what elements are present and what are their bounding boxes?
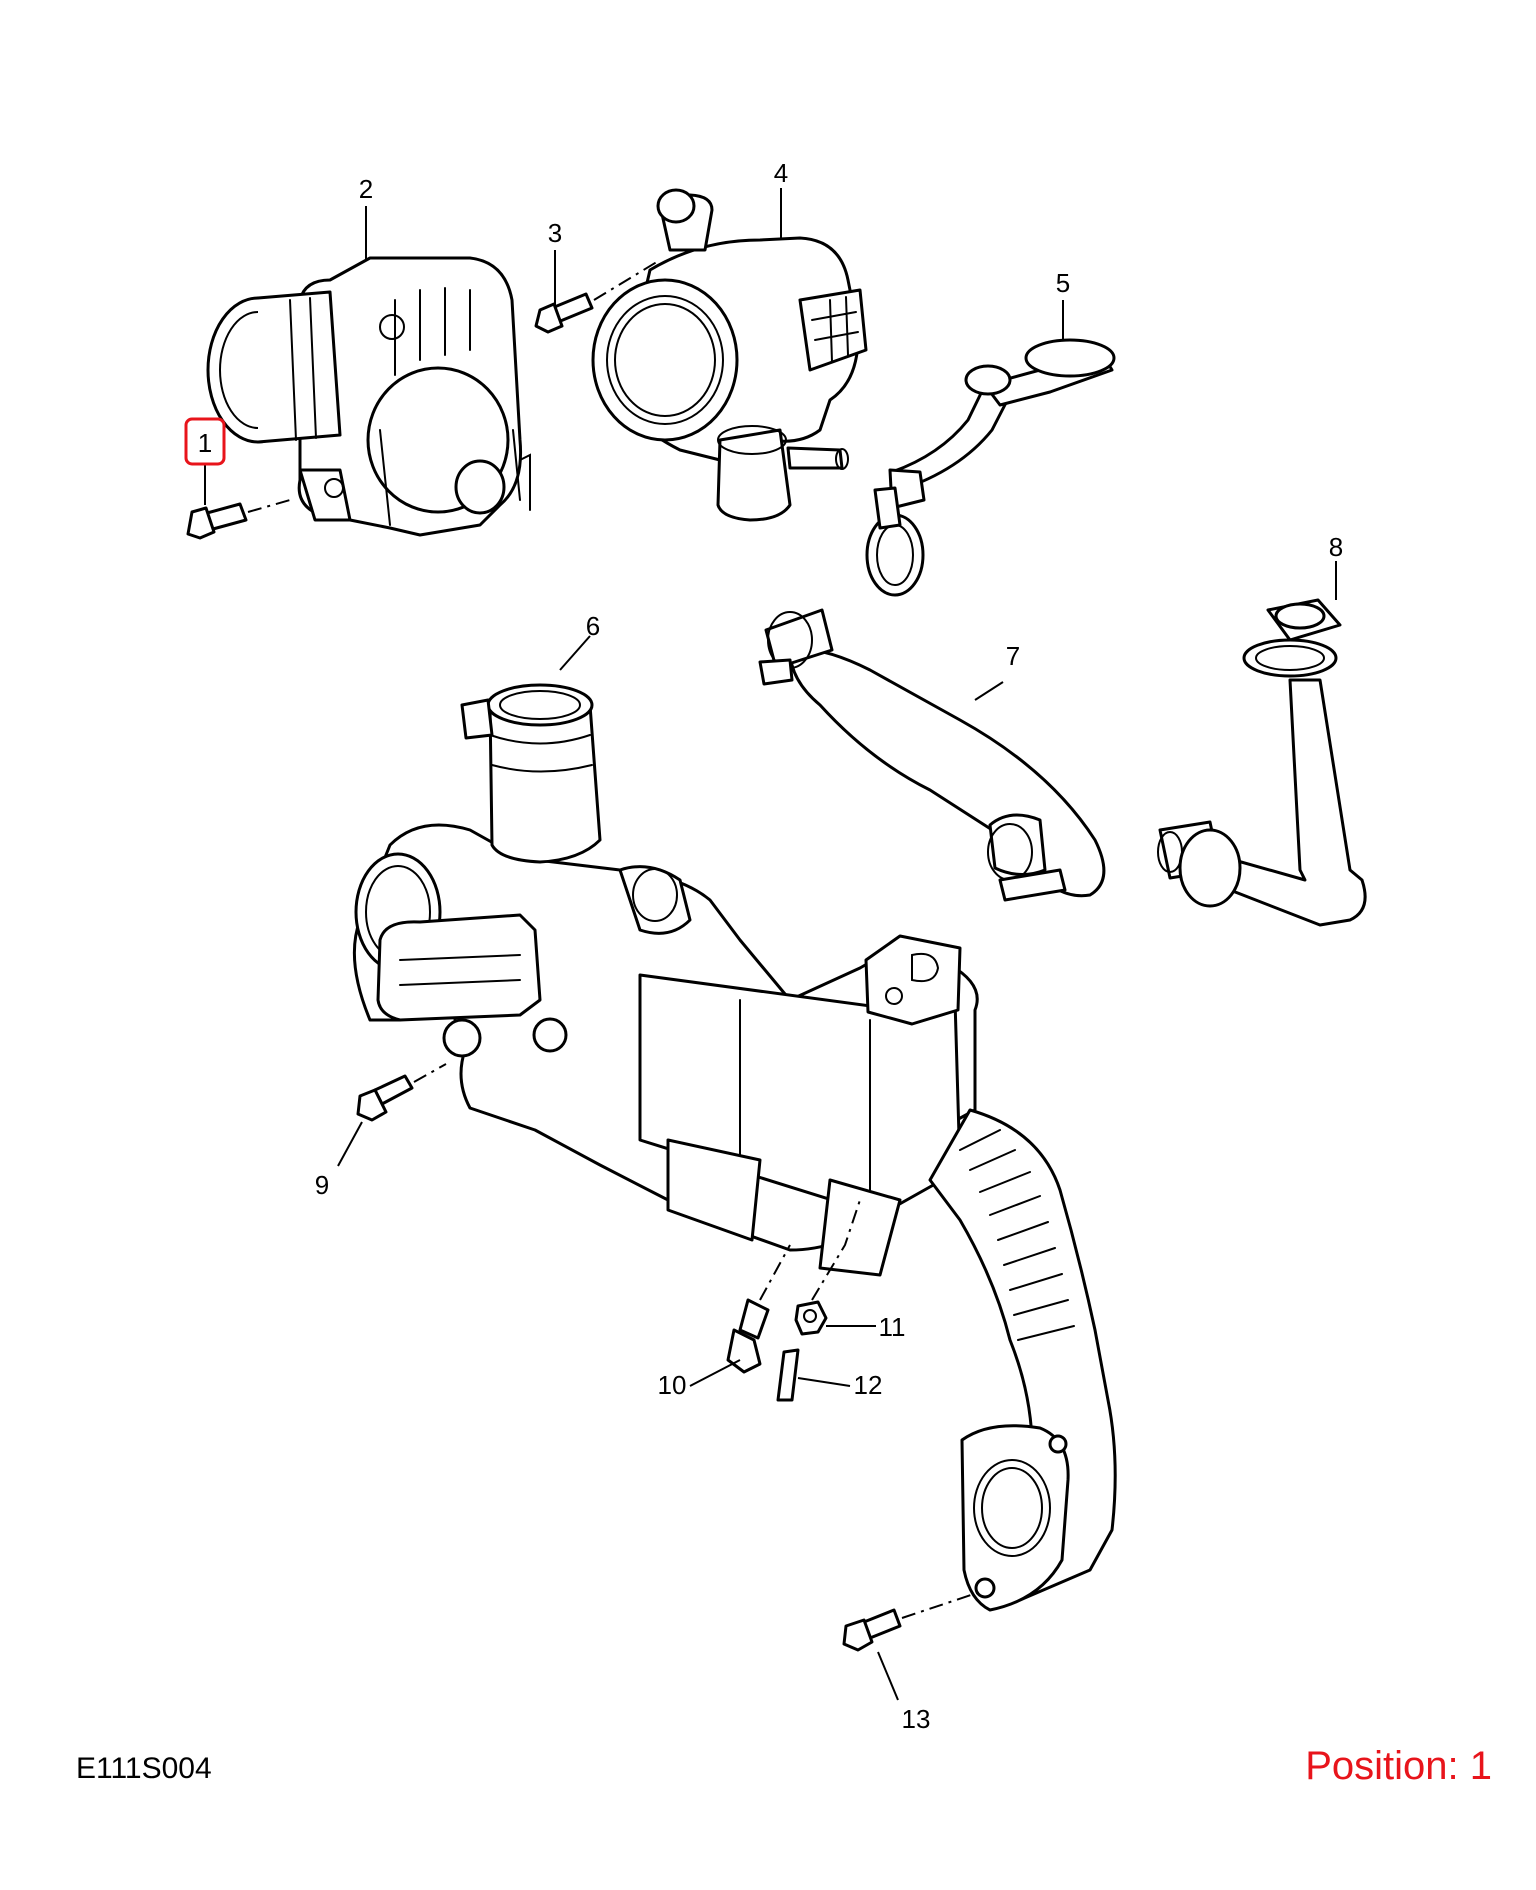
egr-housing-part-4[interactable] bbox=[591, 188, 868, 522]
callout-1[interactable]: 1 bbox=[198, 428, 212, 458]
hose-part-7[interactable] bbox=[758, 608, 1106, 902]
callout-8[interactable]: 8 bbox=[1329, 532, 1343, 562]
callout-13[interactable]: 13 bbox=[902, 1704, 931, 1734]
position-label: Position: 1 bbox=[1305, 1744, 1492, 1788]
callout-4[interactable]: 4 bbox=[774, 158, 788, 188]
callout-12[interactable]: 12 bbox=[854, 1370, 883, 1400]
selected-callout-highlight bbox=[184, 417, 226, 466]
bolt-part-10[interactable] bbox=[726, 1244, 791, 1374]
bolt-part-13[interactable] bbox=[842, 1591, 981, 1652]
callout-9[interactable]: 9 bbox=[315, 1170, 329, 1200]
leader-lines bbox=[204, 188, 1337, 1701]
bolt-part-9[interactable] bbox=[356, 1063, 447, 1122]
callout-2[interactable]: 2 bbox=[359, 174, 373, 204]
callout-11[interactable]: 11 bbox=[879, 1312, 906, 1342]
throttle-body-part-2[interactable] bbox=[206, 256, 531, 537]
bolt-part-3[interactable] bbox=[534, 259, 661, 334]
callout-6[interactable]: 6 bbox=[586, 611, 600, 641]
callout-7[interactable]: 7 bbox=[1006, 641, 1020, 671]
callout-3[interactable]: 3 bbox=[548, 218, 562, 248]
illustration-code: E111S004 bbox=[76, 1752, 212, 1785]
nut-part-11[interactable] bbox=[794, 1199, 861, 1336]
egr-outlet-pipe[interactable] bbox=[928, 1108, 1117, 1612]
hose-part-5[interactable] bbox=[865, 338, 1116, 597]
egr-cooler-part-6[interactable] bbox=[352, 683, 979, 1277]
callout-numbers: 1 2 3 4 5 6 7 8 9 10 11 12 13 bbox=[184, 158, 1343, 1734]
bolt-part-1[interactable] bbox=[186, 499, 291, 540]
pipe-part-8[interactable] bbox=[1157, 598, 1367, 927]
stud-part-12[interactable] bbox=[776, 1348, 800, 1402]
callout-10[interactable]: 10 bbox=[658, 1370, 687, 1400]
callout-5[interactable]: 5 bbox=[1056, 268, 1070, 298]
